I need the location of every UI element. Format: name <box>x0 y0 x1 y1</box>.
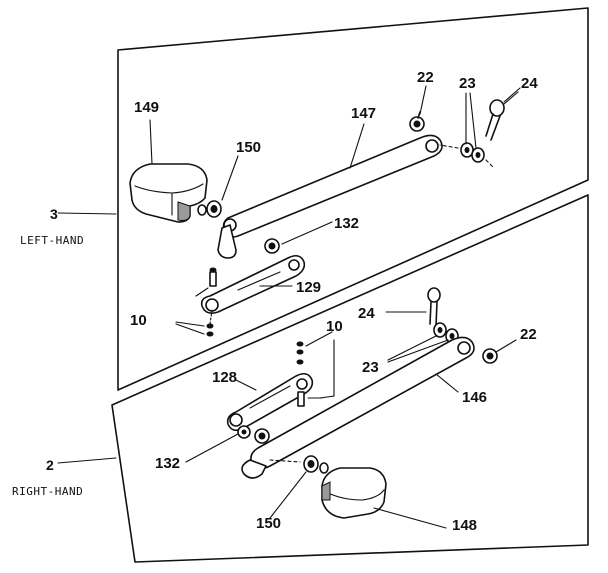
callout-23-top: 23 <box>459 75 476 92</box>
callout-129: 129 <box>296 279 322 296</box>
assembly-number-left: 3 <box>50 206 58 222</box>
callout-128: 128 <box>212 369 238 386</box>
callout-150-bottom: 150 <box>256 515 282 532</box>
arm-147 <box>217 134 443 259</box>
washers-23-top <box>439 92 495 169</box>
left-hand-panel <box>117 7 589 391</box>
callout-132-bottom: 132 <box>155 455 181 472</box>
callout-149: 149 <box>134 99 160 116</box>
callout-22-bottom: 22 <box>520 326 537 343</box>
callout-10-top: 10 <box>130 312 147 329</box>
washer-132-top <box>264 238 280 254</box>
pins-10-bottom <box>296 341 323 407</box>
callout-146: 146 <box>462 389 488 406</box>
right-hand-panel <box>111 194 589 563</box>
callout-22-top: 22 <box>417 69 434 86</box>
nut-22-top <box>409 111 425 132</box>
hairpin-24-bottom <box>427 287 441 327</box>
callout-148: 148 <box>452 517 478 534</box>
arm-146 <box>241 336 475 479</box>
hairpin-24-top <box>485 91 519 141</box>
callout-24-top: 24 <box>521 75 538 92</box>
washers-132-bottom <box>237 425 270 444</box>
pad-148 <box>321 467 387 519</box>
link-129 <box>200 254 306 314</box>
pad-149 <box>129 163 208 223</box>
callout-23-bottom: 23 <box>362 359 379 376</box>
washer-150-bottom <box>303 455 329 474</box>
assembly-number-right: 2 <box>46 457 54 473</box>
side-label-left-hand: LEFT-HAND <box>20 234 85 247</box>
callout-10-bottom: 10 <box>326 318 343 335</box>
nut-22-bottom <box>482 339 517 364</box>
side-label-right-hand: RIGHT-HAND <box>12 485 84 498</box>
callout-150-top: 150 <box>236 139 262 156</box>
leader-lines <box>57 85 521 529</box>
callout-132-top: 132 <box>334 215 360 232</box>
callout-24-bottom: 24 <box>358 305 375 322</box>
pins-10-top <box>195 267 217 337</box>
callout-147: 147 <box>351 105 377 122</box>
washer-150-top <box>197 200 222 218</box>
